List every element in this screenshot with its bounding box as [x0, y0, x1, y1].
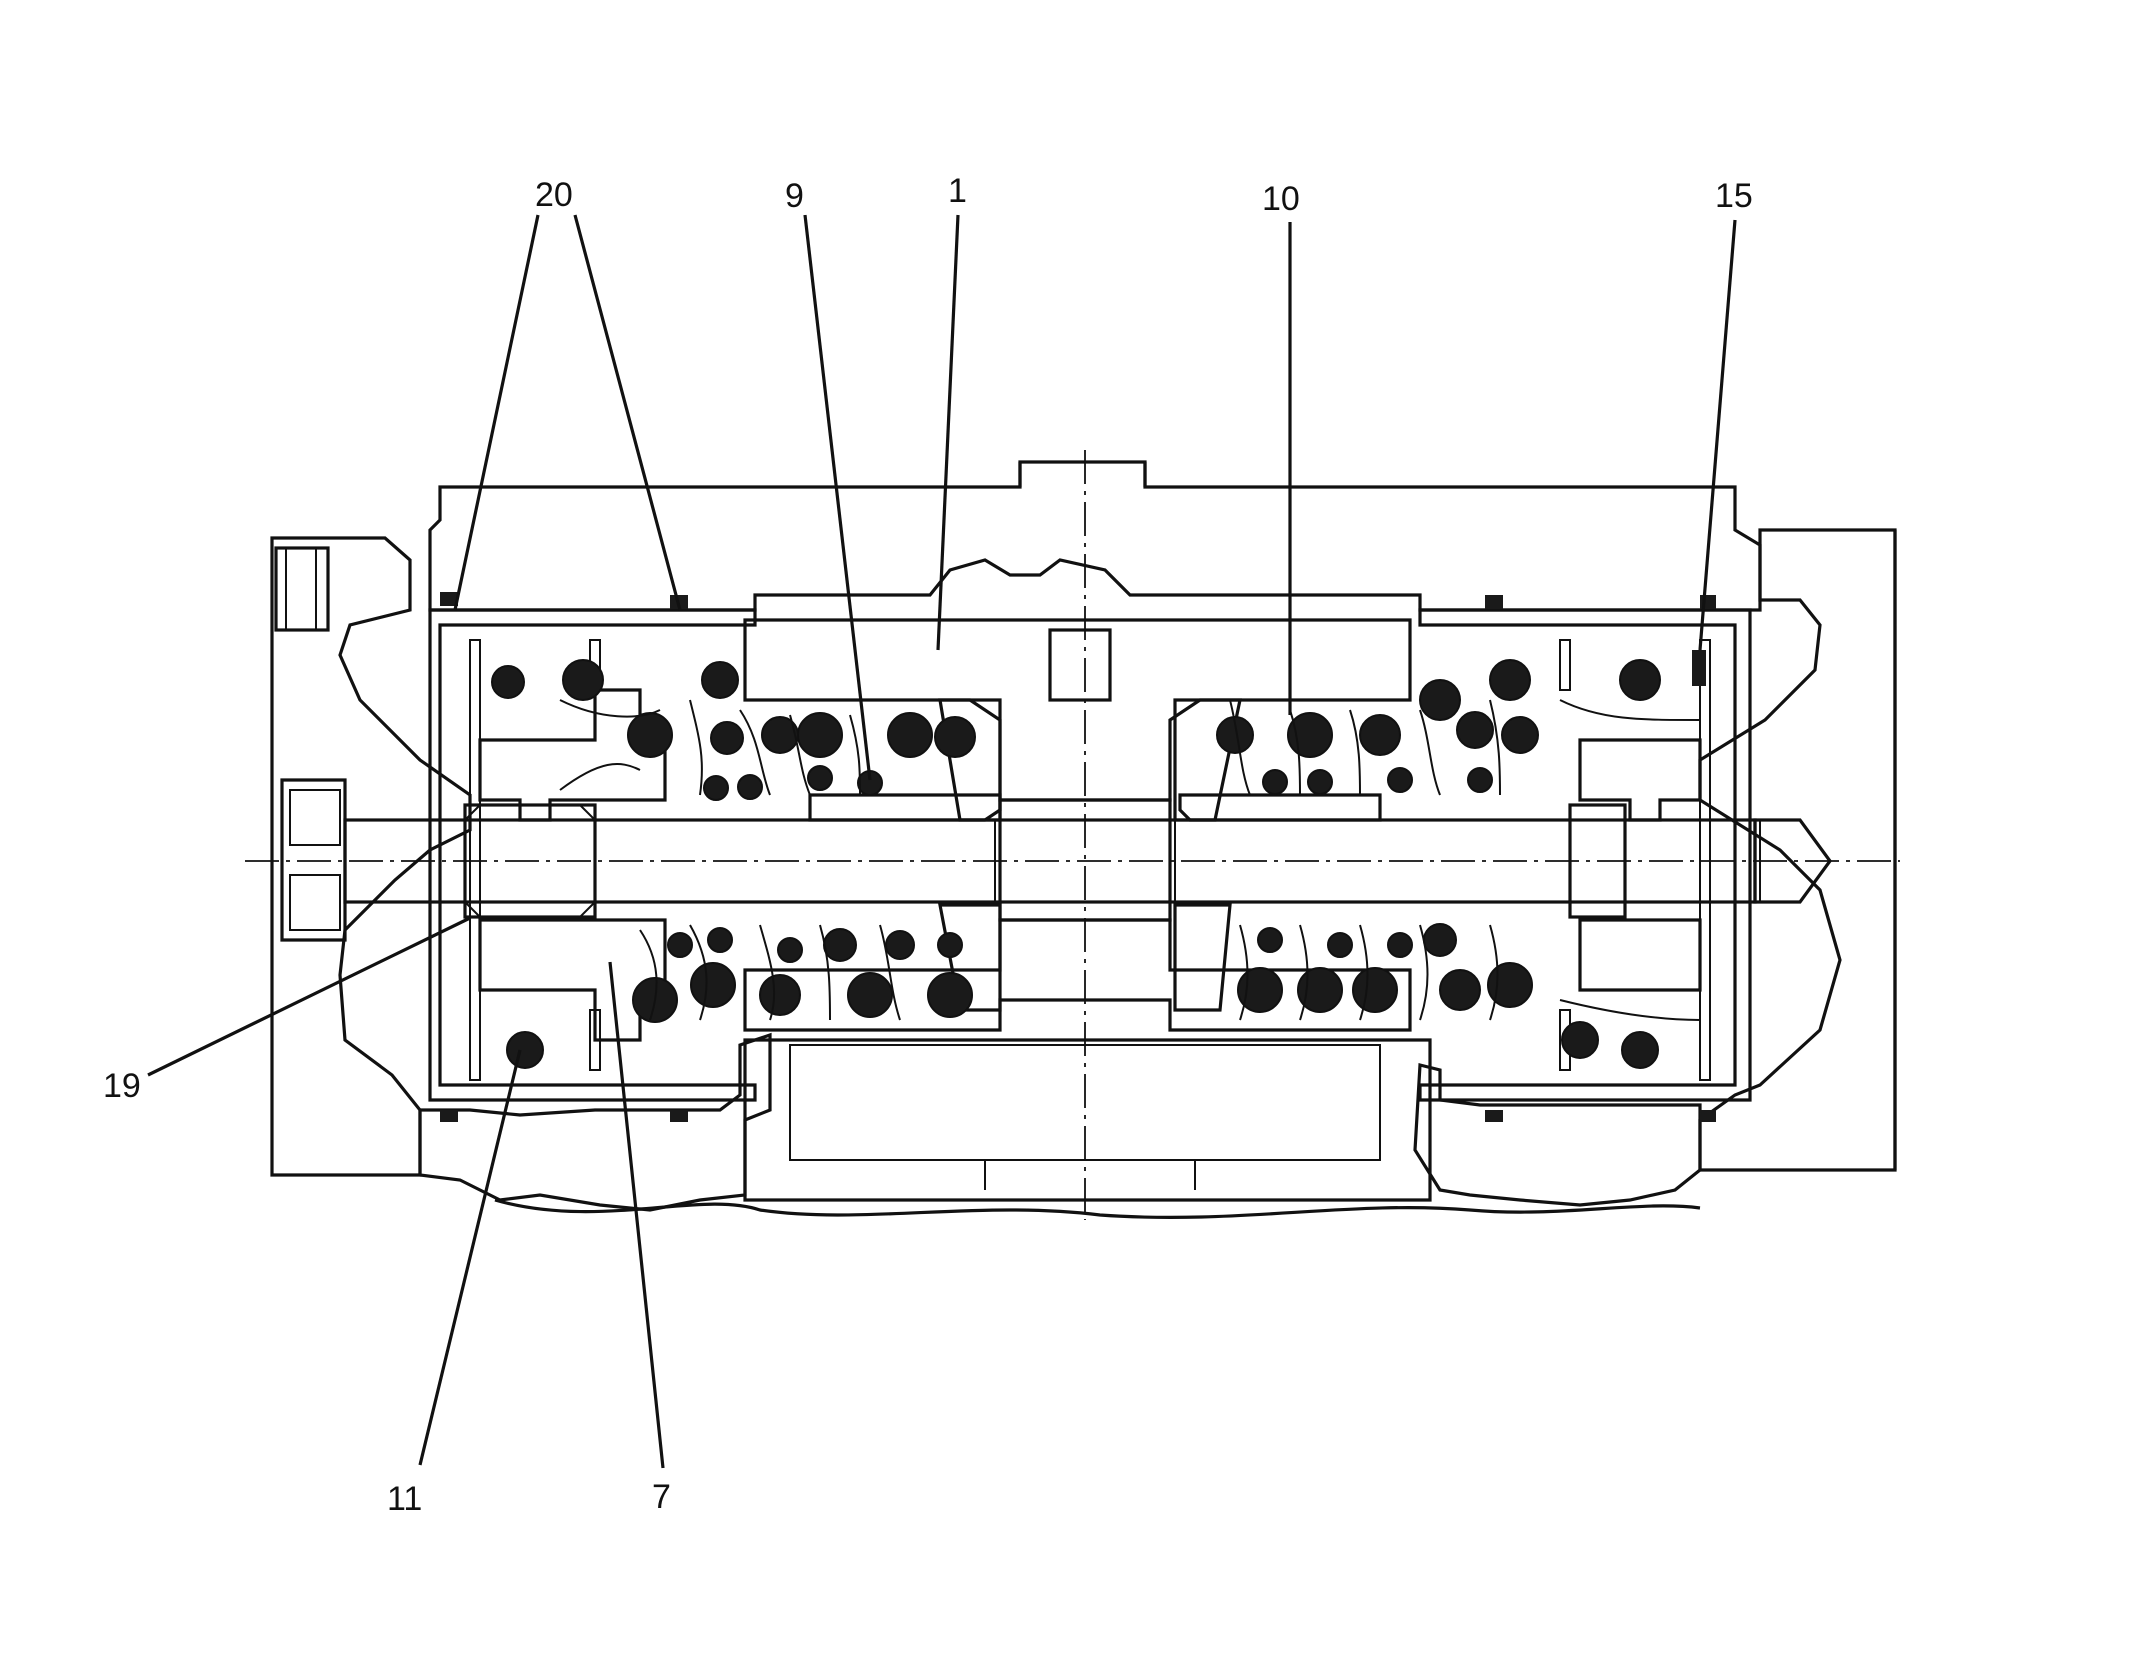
leader-lines: [147, 214, 1737, 1469]
callout-1: 1: [948, 172, 967, 210]
spring-seat-right: [1578, 738, 1702, 992]
callout-7: 7: [652, 1478, 671, 1516]
end-cap-left: [270, 536, 472, 1177]
piston-center: [743, 618, 1412, 1032]
callout-9: 9: [785, 177, 804, 215]
springs-right: [1216, 659, 1701, 1069]
springs-left: [491, 659, 976, 1069]
inner-sleeve-right: [1173, 698, 1382, 1012]
housing-lower: [418, 1032, 1702, 1219]
callout-labels: 20 9 1 10 15 19 11 7: [103, 172, 1753, 1518]
callout-10: 10: [1262, 180, 1300, 218]
callout-11: 11: [387, 1480, 422, 1518]
centerlines: [245, 450, 1900, 1220]
callout-15: 15: [1715, 177, 1753, 215]
callout-19: 19: [103, 1067, 141, 1105]
callout-20: 20: [535, 176, 573, 214]
housing-upper: [428, 460, 1762, 612]
